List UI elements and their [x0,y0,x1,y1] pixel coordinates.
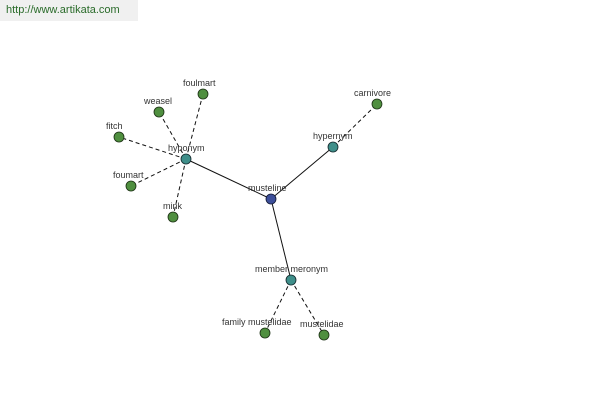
leaf-fitch-node[interactable] [113,131,125,143]
relation-member_meronym-label[interactable]: member meronym [255,264,328,274]
relation-hypernym-label[interactable]: hypernym [313,131,353,141]
edge-hypernym-carnivore [332,103,378,148]
leaf-weasel-node[interactable] [153,106,165,118]
edge-musteline-member_meronym [270,198,292,281]
root-musteline-node[interactable] [265,193,277,205]
leaf-carnivore-label[interactable]: carnivore [354,88,391,98]
url-banner: http://www.artikata.com [0,0,138,21]
edge-hyponym-foumart [130,158,187,187]
leaf-foumart-node[interactable] [125,180,137,192]
site-url-link[interactable]: http://www.artikata.com [6,4,120,16]
leaf-fitch-label[interactable]: fitch [106,121,123,131]
leaf-mink-node[interactable] [167,211,179,223]
edge-hyponym-weasel [158,111,187,160]
edge-hyponym-mink [172,158,187,218]
leaf-family_mustelidae-node[interactable] [259,327,271,339]
relation-member_meronym-node[interactable] [285,274,297,286]
leaf-weasel-label[interactable]: weasel [143,96,172,106]
edge-member_meronym-mustelidae [290,279,325,336]
relation-hypernym-node[interactable] [327,141,339,153]
leaf-mink-label[interactable]: mink [163,201,183,211]
leaf-carnivore-node[interactable] [371,98,383,110]
edge-member_meronym-family_mustelidae [264,279,292,334]
leaf-mustelidae-label[interactable]: mustelidae [300,319,344,329]
root-musteline-label[interactable]: musteline [248,183,287,193]
leaf-mustelidae-node[interactable] [318,329,330,341]
leaf-family_mustelidae-label[interactable]: family mustelidae [222,317,292,327]
leaf-foulmart-label[interactable]: foulmart [183,78,216,88]
leaf-foulmart-node[interactable] [197,88,209,100]
leaf-foumart-label[interactable]: foumart [113,170,144,180]
edge-musteline-hypernym [270,146,334,200]
relation-hyponym-label[interactable]: hyponym [168,143,205,153]
edge-hyponym-fitch [118,136,187,160]
relation-hyponym-node[interactable] [180,153,192,165]
edge-musteline-hyponym [185,158,272,200]
